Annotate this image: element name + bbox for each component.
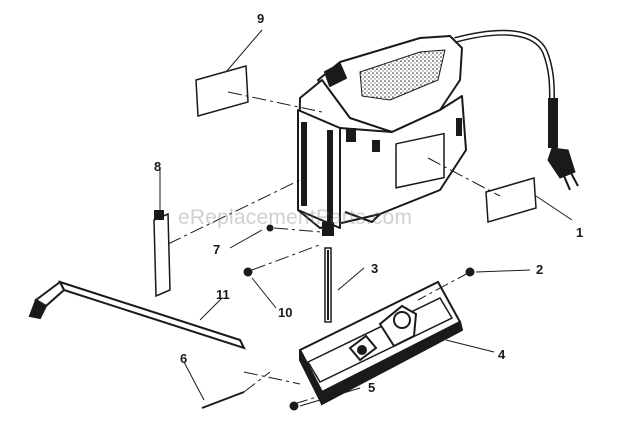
callout-10: 10 [278,305,293,320]
leader-lines [159,29,573,407]
callout-8: 8 [154,159,162,174]
callout-2: 2 [536,262,544,277]
watermark: eReplacementParts.com [178,206,413,229]
callout-7: 7 [213,242,221,257]
callout-9: 9 [257,11,265,26]
side-plate-8 [153,210,171,298]
assembly-lines [167,91,501,405]
callout-6: 6 [180,351,188,366]
jigsaw-body [297,35,467,236]
hex-key-11 [28,280,246,350]
label-plate-9 [195,65,249,117]
callout-1: 1 [576,225,584,240]
base-shoe-4 [298,280,464,406]
callout-4: 4 [498,347,506,362]
callout-5: 5 [368,380,376,395]
callout-11: 11 [216,287,230,302]
power-cord [454,29,579,191]
pin-6 [201,391,245,409]
callout-3: 3 [371,261,379,276]
label-plate-1 [485,177,537,223]
blade-3 [324,247,332,323]
